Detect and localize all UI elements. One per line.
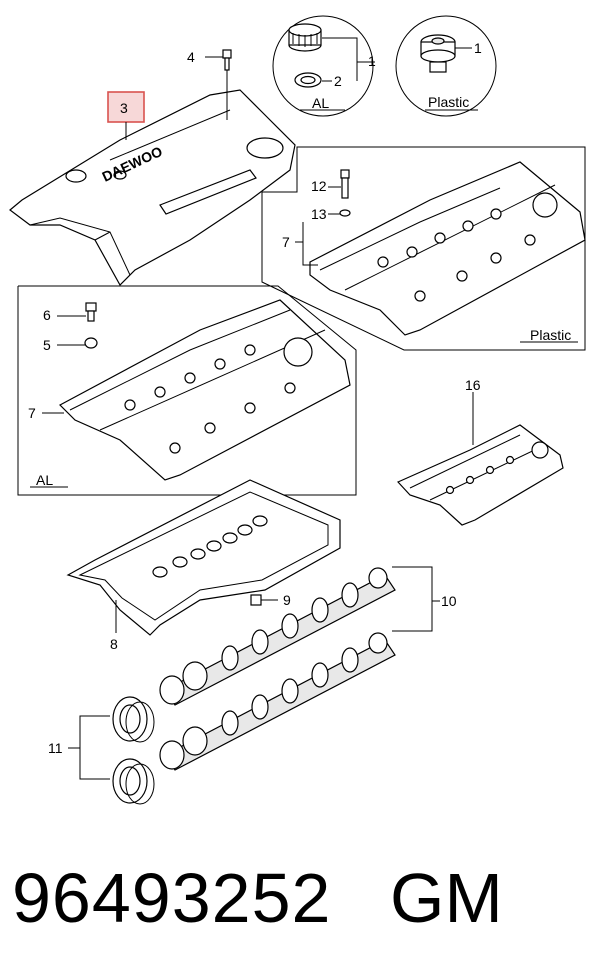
callout-10: 10 [441, 593, 457, 609]
oil-seal-upper [112, 696, 155, 743]
callout-13: 13 [311, 206, 327, 222]
oil-seal-lower [112, 758, 155, 805]
camshaft-lower [159, 632, 396, 771]
bolt-4 [205, 49, 232, 120]
washer-5 [84, 337, 98, 349]
callout-9: 9 [283, 592, 291, 608]
callout-7-lower: 7 [28, 405, 36, 421]
plastic-valve-cover-group: Plastic 12 13 7 [261, 146, 586, 351]
callout-4: 4 [187, 49, 195, 65]
plastic-valve-cover-part [309, 161, 586, 336]
callout-1-plastic: 1 [474, 40, 482, 56]
callout-6: 6 [43, 307, 51, 323]
material-label-al: AL [312, 95, 329, 111]
callout-1: 1 [368, 53, 376, 69]
seal-ring-part [294, 72, 322, 88]
gasket-8: 8 [66, 479, 341, 652]
bolt-6 [85, 302, 97, 322]
callout-12: 12 [311, 178, 327, 194]
callout-16: 16 [465, 377, 481, 393]
cap-part [288, 23, 322, 52]
callout-5: 5 [43, 337, 51, 353]
plug-9: 9 [250, 592, 291, 608]
detail-circle-plastic [395, 15, 497, 117]
al-valve-cover-part [59, 299, 351, 481]
material-label-plastic-box: Plastic [530, 327, 571, 343]
material-label-plastic: Plastic [428, 94, 469, 110]
callout-2: 2 [334, 73, 342, 89]
oil-cap-plastic-detail: 1 Plastic [395, 15, 497, 117]
engine-cover: DAEWOO [9, 89, 296, 286]
callout-11: 11 [48, 740, 63, 756]
callout-7-upper: 7 [282, 234, 290, 250]
washer-13 [339, 209, 351, 217]
al-valve-cover-group: AL 6 5 7 [17, 285, 357, 496]
plastic-cap-part [420, 34, 456, 73]
detail-circle-al [272, 15, 374, 117]
material-label-al-box: AL [36, 472, 53, 488]
callout-8: 8 [110, 636, 118, 652]
part-number: 96493252 [12, 859, 332, 937]
camshaft-upper [159, 567, 396, 706]
oil-cap-al-detail: 1 2 AL [272, 15, 376, 117]
callout-3: 3 [120, 100, 128, 116]
brand-name: GM [390, 859, 503, 937]
bolt-12 [340, 169, 350, 199]
valve-cover-16: 16 [396, 377, 564, 526]
